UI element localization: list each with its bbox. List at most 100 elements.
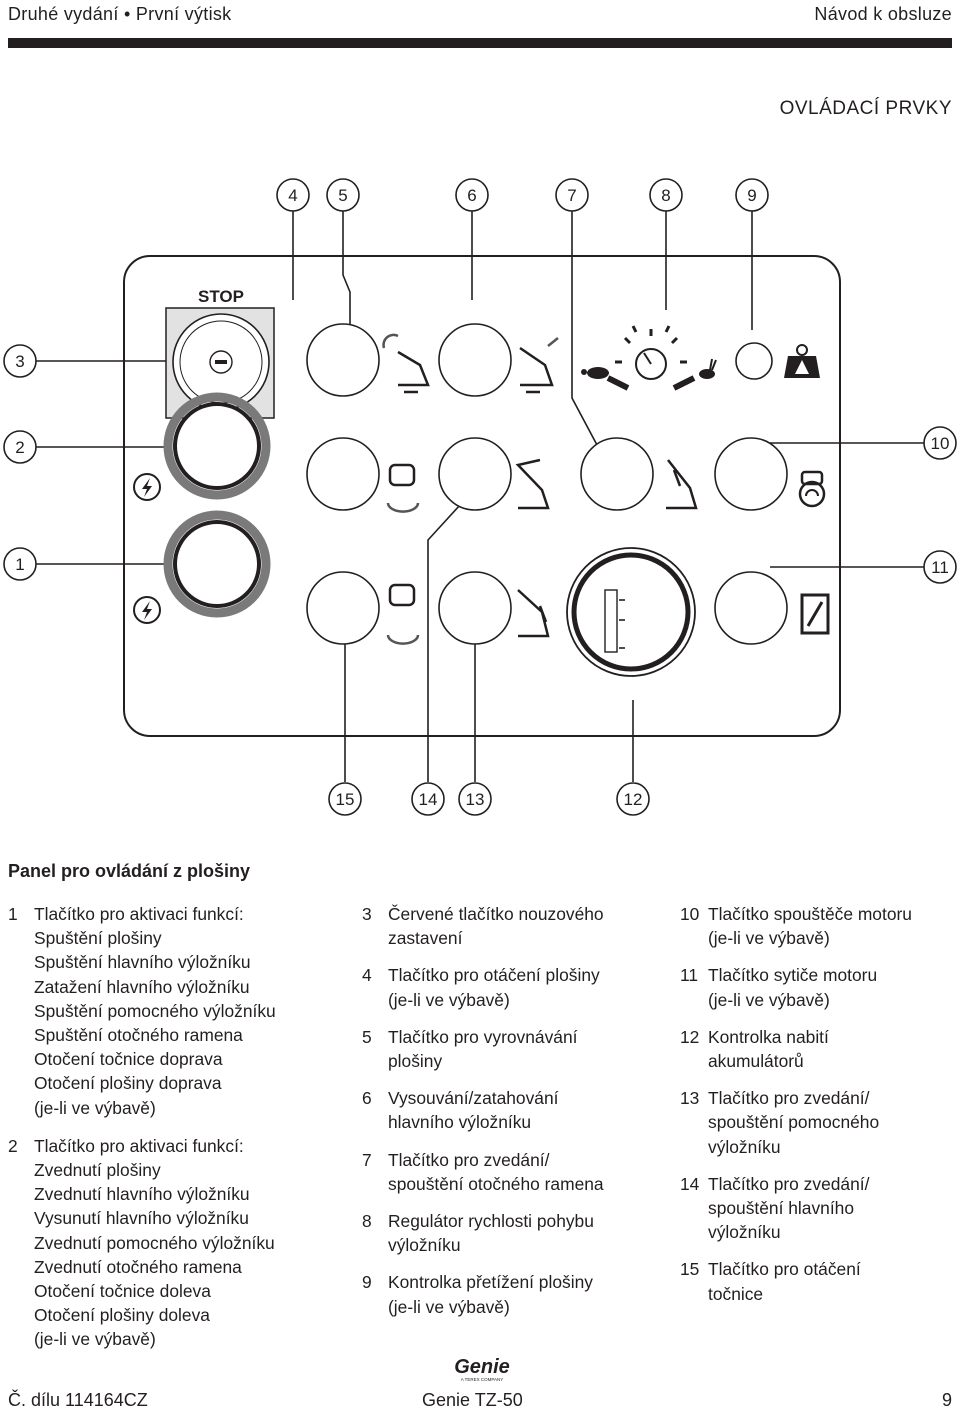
footer-part-number: Č. dílu 114164CZ xyxy=(8,1390,148,1410)
callout-10: 10 xyxy=(923,426,957,460)
genie-logo: Genie A TEREX COMPANY xyxy=(454,1356,510,1382)
callout-6: 6 xyxy=(455,178,489,212)
header-manual-title: Návod k obsluze xyxy=(814,4,952,24)
boom-up-down-icon xyxy=(517,589,550,638)
platform-rotate-button[interactable] xyxy=(306,323,380,397)
engine-start-button[interactable] xyxy=(714,437,788,511)
turtle-icon xyxy=(581,367,609,379)
legend-item-line: Otočení plošiny doleva xyxy=(34,1305,210,1326)
function-enable-down-button[interactable] xyxy=(163,510,271,618)
legend-item-number: 11 xyxy=(680,965,699,986)
legend-item-number: 3 xyxy=(362,904,372,924)
svg-text:7: 7 xyxy=(567,186,576,205)
callout-3: 3 xyxy=(3,344,37,378)
svg-text:11: 11 xyxy=(931,558,949,577)
callout-1: 1 xyxy=(3,547,37,581)
legend-item-line: Vysunutí hlavního výložníku xyxy=(34,1208,249,1229)
primary-boom-up-down-button[interactable] xyxy=(438,571,512,645)
legend-item-line: (je-li ve výbavě) xyxy=(34,1097,156,1118)
legend-item-line: výložníku xyxy=(388,1235,461,1256)
legend-item-line: Kontrolka nabití xyxy=(708,1026,829,1047)
callout-13: 13 xyxy=(458,782,492,816)
legend-item-number: 12 xyxy=(680,1026,700,1047)
lightning-icon xyxy=(133,473,161,501)
lightning-icon xyxy=(133,596,161,624)
primary-boom-extend-button[interactable] xyxy=(438,437,512,511)
legend-item-line: Spuštění plošiny xyxy=(34,928,162,949)
turntable-rotate-button[interactable] xyxy=(306,571,380,645)
legend-item-line: Tlačítko sytiče motoru xyxy=(708,965,878,986)
svg-text:5: 5 xyxy=(338,186,347,205)
legend-item-line: (je-li ve výbavě) xyxy=(388,989,510,1010)
legend-item-line: (je-li ve výbavě) xyxy=(388,1296,510,1317)
platform-overload-indicator xyxy=(735,342,773,380)
turntable-right-icon xyxy=(386,463,420,513)
svg-text:14: 14 xyxy=(419,790,438,809)
boom-speed-dial-icon xyxy=(606,325,696,391)
svg-text:A TEREX COMPANY: A TEREX COMPANY xyxy=(461,1377,504,1382)
legend-item-line: Zvednutí plošiny xyxy=(34,1160,161,1181)
control-panel-diagram: 4 5 6 7 8 9 3 2 1 10 11 15 14 13 12 STOP xyxy=(3,178,957,816)
legend-item-number: 9 xyxy=(362,1272,372,1293)
legend-item-line: Spuštění pomocného výložníku xyxy=(34,1000,276,1021)
legend-item-number: 1 xyxy=(8,904,18,924)
engine-start-icon xyxy=(798,470,826,508)
platform-level-button[interactable] xyxy=(438,323,512,397)
callout-2: 2 xyxy=(3,430,37,464)
callout-5: 5 xyxy=(326,178,360,212)
legend-item-line: točnice xyxy=(708,1283,764,1304)
callout-15: 15 xyxy=(328,782,362,816)
turntable-left-icon xyxy=(386,583,420,645)
platform-rotate-icon xyxy=(382,333,430,394)
svg-text:1: 1 xyxy=(15,555,24,574)
callout-4: 4 xyxy=(276,178,310,212)
legend-item-line: Spuštění hlavního výložníku xyxy=(34,952,251,973)
header-rule xyxy=(8,38,952,48)
legend-item-line: plošiny xyxy=(388,1051,443,1072)
svg-text:12: 12 xyxy=(624,790,643,809)
legend-item-line: Zvednutí otočného ramena xyxy=(34,1256,242,1277)
function-enable-up-button[interactable] xyxy=(163,392,271,500)
legend-item-number: 7 xyxy=(362,1149,372,1170)
choke-button[interactable] xyxy=(714,571,788,645)
callout-11: 11 xyxy=(923,550,957,584)
legend-item-line: Tlačítko pro otáčení plošiny xyxy=(388,965,600,986)
legend-item-line: Tlačítko pro aktivaci funkcí: xyxy=(34,1135,244,1156)
legend-item-number: 15 xyxy=(680,1259,700,1280)
legend-item-line: Otočení točnice doprava xyxy=(34,1049,223,1070)
legend-item-line: výložníku xyxy=(708,1136,781,1157)
battery-charge-indicator xyxy=(566,547,696,677)
jib-icon xyxy=(666,459,698,510)
legend-item-line: výložníku xyxy=(708,1222,781,1243)
legend-item-line: (je-li ve výbavě) xyxy=(708,928,830,949)
svg-text:Genie: Genie xyxy=(454,1356,510,1378)
legend-item-number: 14 xyxy=(680,1173,700,1194)
jib-up-down-button[interactable] xyxy=(580,437,654,511)
legend-item-line: Tlačítko pro zvedání/ xyxy=(388,1149,550,1170)
legend-item-line: spouštění hlavního xyxy=(708,1198,854,1219)
panel-title: Panel pro ovládání z plošiny xyxy=(8,861,251,881)
turntable-rotate-right-button[interactable] xyxy=(306,437,380,511)
footer-model: Genie TZ-50 xyxy=(422,1390,523,1410)
legend-item-line: Červené tlačítko nouzového xyxy=(388,904,604,924)
legend-item-line: zastavení xyxy=(388,928,463,949)
stop-label: STOP xyxy=(198,287,244,306)
legend-item: 3 Červené tlačítko nouzového zastavení xyxy=(362,902,662,950)
platform-level-icon xyxy=(519,337,559,394)
legend-item-line: (je-li ve výbavě) xyxy=(708,989,830,1010)
legend-item-line: Tlačítko spouštěče motoru xyxy=(708,904,912,924)
legend-item-line: akumulátorů xyxy=(708,1051,804,1072)
legend-item: 11 Tlačítko sytiče motoru (je-li ve výbavě… xyxy=(680,963,955,1011)
svg-text:9: 9 xyxy=(747,186,756,205)
choke-icon xyxy=(800,593,830,635)
